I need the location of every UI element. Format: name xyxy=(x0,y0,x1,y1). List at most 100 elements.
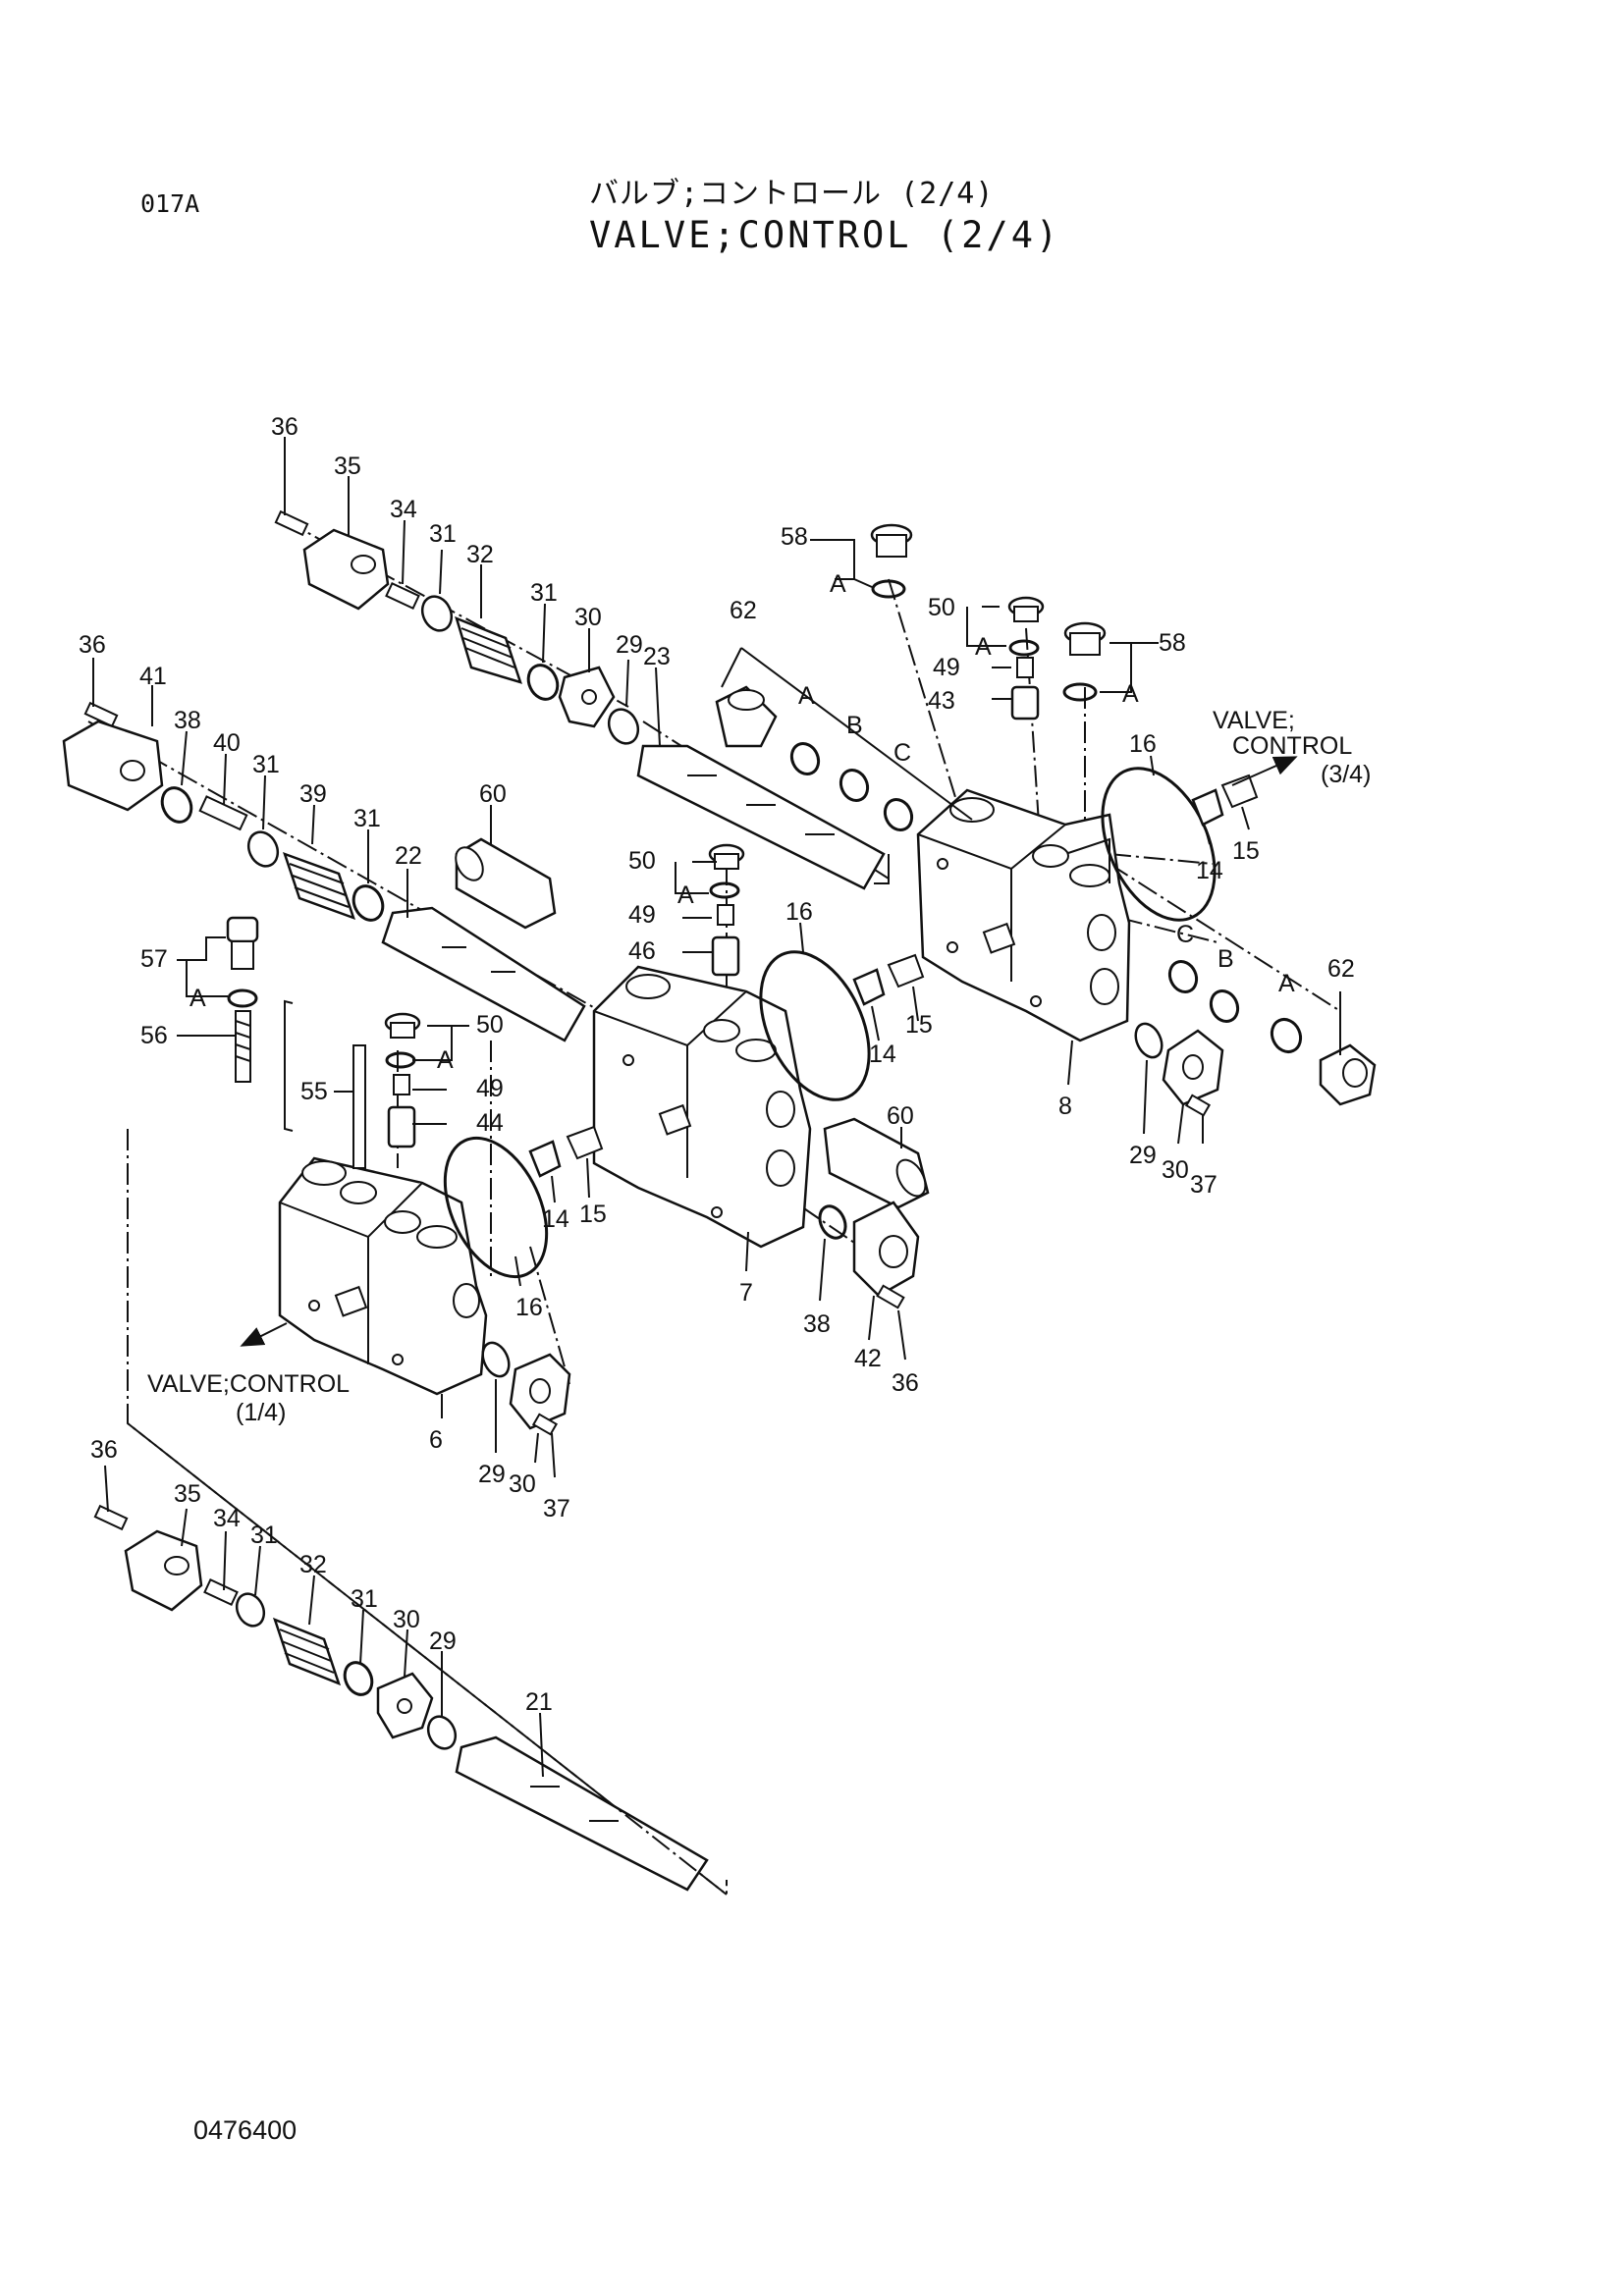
callout: 22 xyxy=(395,842,422,870)
cover-group-body-6 xyxy=(481,1341,571,1436)
callout: 30 xyxy=(393,1606,420,1633)
callout: 42 xyxy=(854,1345,882,1372)
plug-group-lower xyxy=(226,916,421,1169)
callout: 30 xyxy=(574,604,602,631)
callout: 6 xyxy=(429,1426,443,1454)
page-code: 017A xyxy=(140,189,200,218)
ring-letter: A xyxy=(677,881,694,909)
plug-group-middle xyxy=(708,843,745,977)
callout: 16 xyxy=(785,898,813,926)
callout: 38 xyxy=(803,1310,831,1338)
callout: 32 xyxy=(299,1551,327,1578)
callout: 60 xyxy=(887,1102,914,1130)
ring-letter: A xyxy=(1278,970,1295,997)
ring-letter: A xyxy=(975,633,992,661)
callout: 32 xyxy=(466,541,494,568)
callout: 21 xyxy=(525,1688,553,1716)
callout: 31 xyxy=(250,1522,278,1549)
callout: 34 xyxy=(390,496,417,523)
ring-letter: A xyxy=(437,1046,454,1074)
callout: 7 xyxy=(739,1279,753,1307)
callout: 16 xyxy=(1129,730,1157,758)
note-to-valve-3-4-line2: CONTROL xyxy=(1232,732,1352,760)
note-to-valve-1-4-line2: (1/4) xyxy=(236,1399,286,1426)
callout: 15 xyxy=(579,1201,607,1228)
callout: 36 xyxy=(892,1369,919,1397)
callout: 30 xyxy=(509,1470,536,1498)
leader-lines xyxy=(92,437,1341,1778)
spool-assembly-22 xyxy=(62,701,586,1042)
o-ring-16-middle xyxy=(759,950,871,1101)
callout: 36 xyxy=(90,1436,118,1464)
callout: 40 xyxy=(213,729,241,757)
ring-letter: B xyxy=(846,712,863,739)
valve-body-7 xyxy=(592,965,812,1249)
callout: 31 xyxy=(429,520,457,548)
callout: 35 xyxy=(174,1480,201,1508)
callout: 15 xyxy=(1232,837,1260,865)
callout: 35 xyxy=(334,453,361,480)
arrow-to-valve-3-4 xyxy=(1231,756,1298,786)
ring-letter: A xyxy=(1122,680,1139,708)
valve-body-6 xyxy=(278,1156,488,1396)
callout: 37 xyxy=(1190,1171,1217,1199)
arrow-to-valve-1-4 xyxy=(240,1322,288,1347)
callout: 49 xyxy=(933,654,960,681)
plug-62-right xyxy=(1167,959,1377,1106)
callout: 31 xyxy=(351,1585,378,1613)
callout: 16 xyxy=(515,1294,543,1321)
plug-62-upper xyxy=(715,685,914,832)
note-to-valve-3-4-line3: (3/4) xyxy=(1321,761,1371,788)
spool-assembly-23 xyxy=(274,509,886,890)
spool-assembly-21 xyxy=(93,1504,709,1892)
ring-letter: C xyxy=(1176,921,1194,948)
callout: 41 xyxy=(139,663,167,690)
cover-group-body-7 xyxy=(818,1201,920,1309)
callout: 14 xyxy=(542,1205,569,1233)
plugs-14-15 xyxy=(528,774,1259,1178)
callout: 15 xyxy=(905,1011,933,1039)
callout: 37 xyxy=(543,1495,570,1522)
bracket-23 xyxy=(874,854,890,884)
callout: 60 xyxy=(479,780,507,808)
callout: 39 xyxy=(299,780,327,808)
callout: 36 xyxy=(271,413,298,441)
callout: 29 xyxy=(429,1628,457,1655)
cover-group-body-8 xyxy=(1134,1022,1224,1117)
note-to-valve-1-4: VALVE;CONTROL xyxy=(147,1370,350,1398)
callout: 36 xyxy=(79,631,106,659)
callout: 50 xyxy=(628,847,656,875)
ring-letter: C xyxy=(893,739,911,767)
callout: 56 xyxy=(140,1022,168,1049)
callout: 62 xyxy=(1327,955,1355,983)
callout: 29 xyxy=(616,631,643,659)
o-ring-16-lower xyxy=(443,1136,549,1279)
callout: 46 xyxy=(628,937,656,965)
drawing-number: 0476400 xyxy=(193,2115,298,2145)
callout: 58 xyxy=(781,523,808,551)
callout: 31 xyxy=(353,805,381,832)
ring-letter: B xyxy=(1217,945,1234,973)
relief-valve-60-upper xyxy=(455,837,557,930)
callout: 58 xyxy=(1159,629,1186,657)
callout: 8 xyxy=(1058,1093,1072,1120)
ring-letter: A xyxy=(830,570,846,598)
callout: 14 xyxy=(1196,857,1223,884)
ring-letter: A xyxy=(189,985,206,1012)
callout: 55 xyxy=(300,1078,328,1105)
callout: 50 xyxy=(476,1011,504,1039)
callout: 14 xyxy=(869,1041,896,1068)
callout: 50 xyxy=(928,594,955,621)
assembly-boundary-lower xyxy=(127,1129,728,1897)
callout: 38 xyxy=(174,707,201,734)
note-to-valve-3-4: VALVE; xyxy=(1213,707,1295,734)
callout: 49 xyxy=(476,1075,504,1102)
page-title: VALVE;CONTROL (2/4) xyxy=(589,214,1061,256)
callout: 23 xyxy=(643,643,671,670)
callout: 43 xyxy=(928,687,955,715)
bracket-55 xyxy=(284,999,294,1132)
callout: 29 xyxy=(478,1461,506,1488)
callout: 30 xyxy=(1162,1156,1189,1184)
callout: 57 xyxy=(140,945,168,973)
